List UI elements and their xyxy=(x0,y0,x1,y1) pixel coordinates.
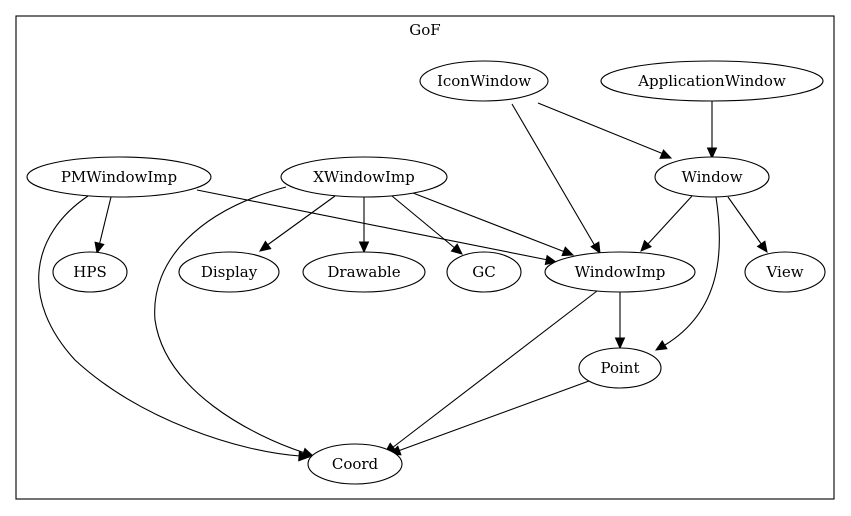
edge-xwindowimp-to-drawable xyxy=(358,197,370,254)
node-ellipse xyxy=(578,347,662,389)
node-ellipse xyxy=(744,251,826,293)
node-point: Point xyxy=(578,347,662,389)
node-ellipse xyxy=(302,251,426,293)
node-applicationwindow: ApplicationWindow xyxy=(600,60,824,102)
node-label: View xyxy=(765,263,803,281)
edge-line xyxy=(646,195,693,246)
edge-line xyxy=(537,102,667,156)
node-ellipse xyxy=(307,443,403,485)
arrowhead xyxy=(614,337,626,350)
edge-xwindowimp-to-gc xyxy=(391,195,463,255)
edge-iconwindow-to-window xyxy=(537,102,673,159)
node-label: IconWindow xyxy=(437,72,531,90)
edge-line xyxy=(98,196,112,247)
edge-iconwindow-to-windowimp xyxy=(511,103,601,255)
edge-line xyxy=(412,192,566,253)
arrowhead xyxy=(450,243,463,255)
edge-window-to-point xyxy=(654,196,720,351)
cluster-label: GoF xyxy=(409,21,440,39)
arrowhead xyxy=(301,447,315,458)
edge-pmwindowimp-to-hps xyxy=(94,196,112,255)
node-label: WindowImp xyxy=(575,263,666,281)
node-coord: Coord xyxy=(307,443,403,485)
arrowhead xyxy=(706,147,718,160)
arrowhead xyxy=(590,241,601,255)
node-label: Display xyxy=(201,263,258,281)
node-windowimp: WindowImp xyxy=(544,251,696,293)
node-label: HPS xyxy=(73,263,106,281)
node-ellipse xyxy=(419,60,549,102)
node-gc: GC xyxy=(446,251,522,293)
node-display: Display xyxy=(178,251,280,293)
arrowhead xyxy=(659,149,673,159)
node-pmwindowimp: PMWindowImp xyxy=(26,156,212,198)
edge-line xyxy=(397,380,590,452)
edge-xwindowimp-to-coord xyxy=(154,186,315,458)
arrowhead xyxy=(640,239,653,252)
edge-line xyxy=(511,103,596,247)
node-label: Drawable xyxy=(327,263,400,281)
node-view: View xyxy=(744,251,826,293)
edge-line xyxy=(196,189,549,261)
edge-window-to-view xyxy=(727,196,768,253)
edge-applicationwindow-to-window xyxy=(706,101,718,160)
edge-line xyxy=(727,196,763,246)
arrowhead xyxy=(94,241,105,255)
node-ellipse xyxy=(600,60,824,102)
node-label: PMWindowImp xyxy=(61,168,177,186)
node-window: Window xyxy=(654,156,770,198)
node-ellipse xyxy=(26,156,212,198)
arrowhead xyxy=(561,246,575,257)
node-hps: HPS xyxy=(52,251,128,293)
edge-line xyxy=(154,186,306,454)
node-ellipse xyxy=(544,251,696,293)
node-label: Point xyxy=(600,359,639,377)
node-ellipse xyxy=(446,251,522,293)
edge-windowimp-to-point xyxy=(614,292,626,350)
node-xwindowimp: XWindowImp xyxy=(280,156,448,198)
edge-line xyxy=(391,195,457,250)
edge-xwindowimp-to-display xyxy=(259,195,336,252)
edge-line xyxy=(391,290,598,449)
node-ellipse xyxy=(654,156,770,198)
node-ellipse xyxy=(52,251,128,293)
node-ellipse xyxy=(280,156,448,198)
arrowhead xyxy=(259,240,272,252)
node-drawable: Drawable xyxy=(302,251,426,293)
node-label: GC xyxy=(472,263,495,281)
node-label: Window xyxy=(681,168,742,186)
node-iconwindow: IconWindow xyxy=(419,60,549,102)
arrowhead xyxy=(756,240,768,253)
arrowhead xyxy=(654,340,668,351)
node-label: XWindowImp xyxy=(313,168,415,186)
edges-layer xyxy=(38,101,768,462)
edge-line xyxy=(265,195,336,247)
edge-line xyxy=(664,196,720,346)
arrowhead xyxy=(358,241,370,254)
node-ellipse xyxy=(178,251,280,293)
edge-window-to-windowimp xyxy=(640,195,693,252)
edge-xwindowimp-to-windowimp xyxy=(412,192,575,257)
node-label: Coord xyxy=(332,455,379,473)
edge-line xyxy=(38,195,301,457)
node-label: ApplicationWindow xyxy=(637,72,786,90)
